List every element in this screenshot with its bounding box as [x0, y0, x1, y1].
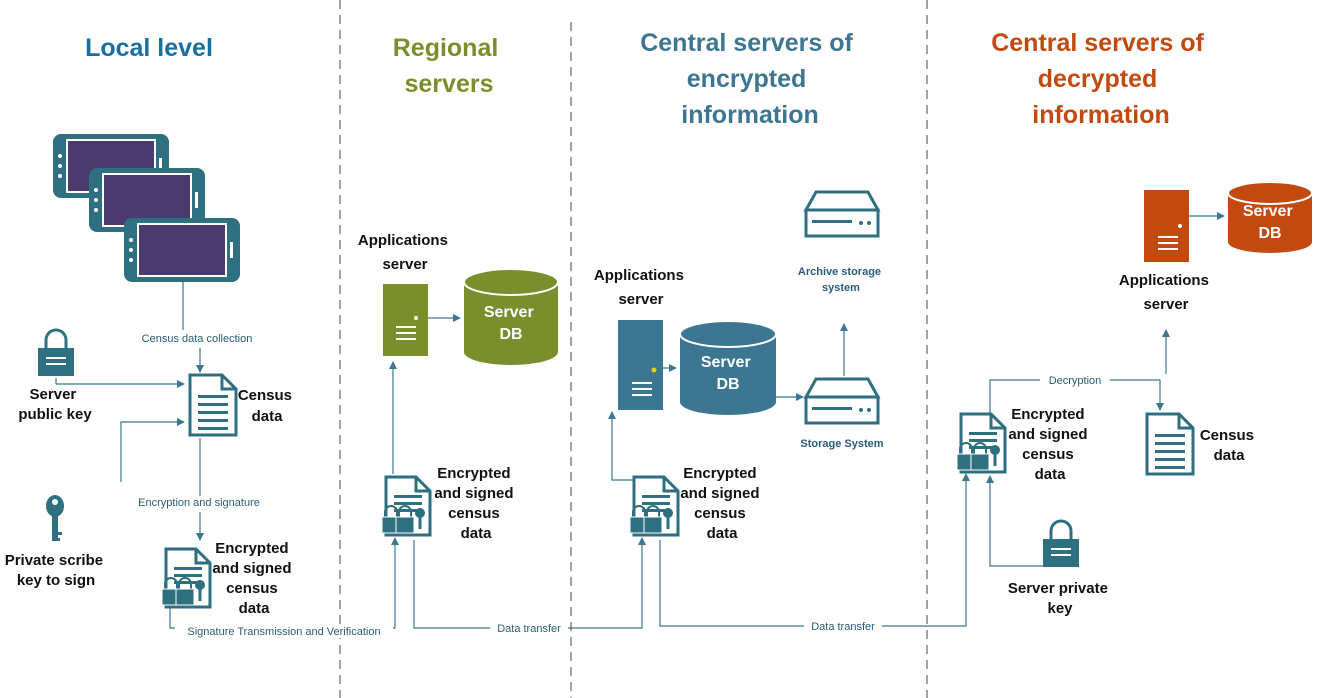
- label-private-scribe-key: Private scribe key to sign: [5, 552, 108, 589]
- label-server-private-key: Server private key: [1008, 580, 1112, 617]
- label-storage-system: Storage System: [800, 438, 883, 450]
- label-encrypted-regional: Encrypted and signed census data: [434, 465, 517, 542]
- encrypted-document-icon: [955, 412, 1007, 474]
- flow-data-transfer-2: Data transfer: [811, 621, 875, 633]
- flow-signature-transmission: Signature Transmission and Verification: [187, 626, 380, 638]
- heading-local: Local level: [85, 34, 213, 62]
- document-icon: [188, 373, 238, 437]
- database-icon: [1227, 181, 1313, 253]
- label-app-server-decrypted: Applications server: [1119, 272, 1213, 313]
- encrypted-document-icon: [160, 547, 212, 609]
- server-icon: [1144, 190, 1189, 262]
- label-encrypted-central: Encrypted and signed census data: [680, 465, 763, 542]
- storage-drive-icon: [804, 377, 880, 425]
- heading-central-decrypted: Central servers of decrypted information: [991, 29, 1211, 129]
- db-label-regional: Server DB: [484, 304, 538, 343]
- label-app-server-regional: Applications server: [358, 232, 452, 273]
- document-icon: [1145, 412, 1195, 476]
- server-icon: [618, 320, 663, 410]
- storage-drive-icon: [804, 190, 880, 238]
- db-label-central: Server DB: [701, 354, 755, 393]
- heading-regional: Regional servers: [393, 34, 506, 98]
- lock-icon: [36, 328, 76, 378]
- label-app-server-central: Applications server: [594, 267, 688, 308]
- encrypted-document-icon: [628, 475, 680, 537]
- label-server-public-key: Server public key: [18, 386, 92, 423]
- key-icon: [46, 495, 64, 541]
- db-label-decrypted: Server DB: [1243, 203, 1297, 242]
- database-icon: [463, 268, 559, 365]
- flow-data-transfer-1: Data transfer: [497, 623, 561, 635]
- label-census-data-local: Census data: [238, 387, 296, 425]
- flow-census-collection: Census data collection: [142, 333, 253, 345]
- label-encrypted-local: Encrypted and signed census data: [212, 540, 295, 617]
- flow-encryption-signature: Encryption and signature: [138, 497, 260, 509]
- server-icon: [383, 284, 428, 356]
- database-icon: [679, 320, 777, 415]
- tablet-icon: [52, 133, 241, 283]
- label-encrypted-decrypted-col: Encrypted and signed census data: [1008, 406, 1091, 483]
- label-archive-storage: Archive storage system: [798, 266, 884, 294]
- flow-decryption: Decryption: [1049, 375, 1102, 387]
- label-census-data-decrypted: Census data: [1200, 427, 1258, 464]
- lock-icon: [1041, 519, 1081, 569]
- heading-central-encrypted: Central servers of encrypted information: [640, 29, 860, 129]
- encrypted-document-icon: [380, 475, 432, 537]
